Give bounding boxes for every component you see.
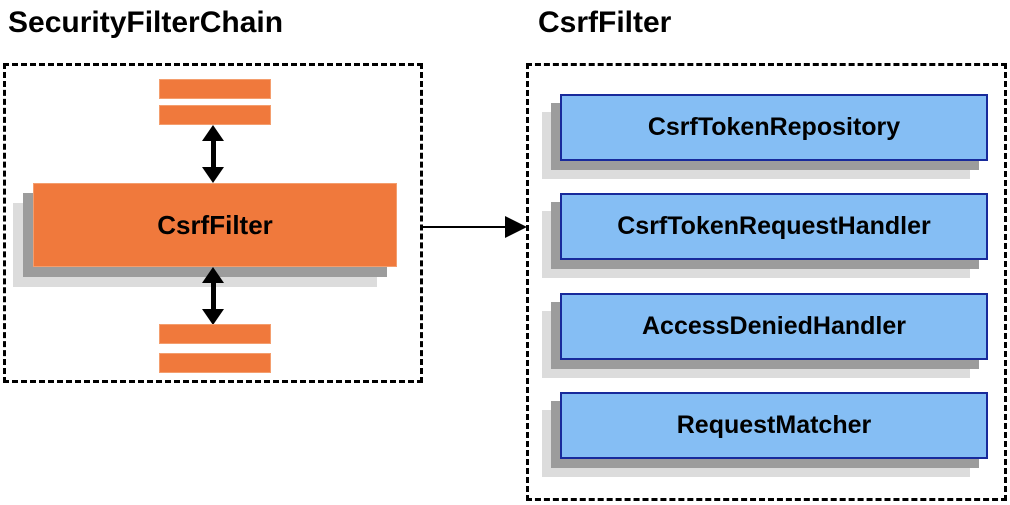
bidirectional-arrow-icon <box>202 267 224 325</box>
csrf-filter-box: CsrfFilter <box>33 183 397 267</box>
component-box-label: CsrfTokenRepository <box>647 113 901 141</box>
security-filter-chain-title: SecurityFilterChain <box>8 6 284 39</box>
component-box-label: AccessDeniedHandler <box>641 312 906 340</box>
bidirectional-arrow-icon <box>202 125 224 183</box>
filter-placeholder-bar <box>159 105 271 125</box>
arrow-shaft <box>210 137 216 171</box>
security-filter-chain-container: CsrfFilter <box>3 63 423 383</box>
arrow-head-right-icon <box>505 216 527 238</box>
component-box-access-denied-handler: AccessDeniedHandler <box>560 293 988 360</box>
arrow-head-down-icon <box>202 167 224 183</box>
component-box-csrf-token-repository: CsrfTokenRepository <box>560 94 988 161</box>
arrow-head-down-icon <box>202 309 224 325</box>
component-box-label: RequestMatcher <box>676 411 872 439</box>
component-box-csrf-token-request-handler: CsrfTokenRequestHandler <box>560 193 988 260</box>
arrow-head-up-icon <box>202 125 224 141</box>
csrf-filter-components-container: CsrfTokenRepository CsrfTokenRequestHand… <box>526 63 1007 501</box>
component-box-label: CsrfTokenRequestHandler <box>617 212 931 240</box>
filter-placeholder-bar <box>159 324 271 344</box>
arrow-shaft <box>210 279 216 313</box>
arrow-head-up-icon <box>202 267 224 283</box>
filter-placeholder-bar <box>159 79 271 99</box>
csrf-filter-title: CsrfFilter <box>538 6 672 39</box>
component-box-request-matcher: RequestMatcher <box>560 392 988 459</box>
arrow-shaft <box>423 226 511 228</box>
csrf-filter-box-label: CsrfFilter <box>157 209 273 240</box>
filter-placeholder-bar <box>159 353 271 373</box>
connector-arrow-icon <box>423 209 527 245</box>
